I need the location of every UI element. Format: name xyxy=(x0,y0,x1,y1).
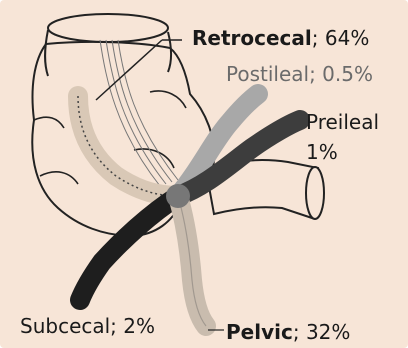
pelvic-name: Pelvic xyxy=(226,320,293,344)
preileal-percent: 1% xyxy=(306,142,338,162)
retrocecal-percent: 64% xyxy=(325,26,369,50)
ileum-opening xyxy=(306,167,324,219)
preileal-label: Preileal xyxy=(306,112,379,132)
pelvic-separator: ; xyxy=(293,320,306,344)
pelvic-percent: 32% xyxy=(306,320,350,344)
retrocecal-label: Retrocecal; 64% xyxy=(192,28,369,48)
postileal-label: Postileal; 0.5% xyxy=(226,64,373,84)
retrocecal-separator: ; xyxy=(312,26,325,50)
retrocecal-name: Retrocecal xyxy=(192,26,312,50)
pelvic-label: Pelvic; 32% xyxy=(226,322,350,342)
colon-opening xyxy=(48,14,168,42)
subcecal-label: Subcecal; 2% xyxy=(20,316,155,336)
appendix-base xyxy=(166,184,190,208)
